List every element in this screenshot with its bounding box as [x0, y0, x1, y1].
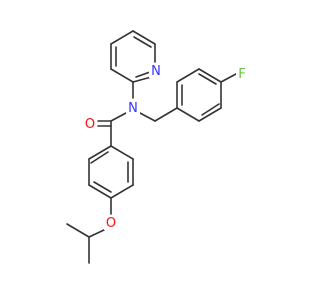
bond: [110, 30, 134, 45]
atom-labels: N N O F O: [83, 63, 248, 231]
bond: [110, 68, 134, 83]
bond: [198, 73, 217, 85]
bond: [88, 145, 112, 160]
carbonyl-oxygen-label: O: [85, 117, 95, 132]
bond: [220, 73, 237, 83]
bond: [176, 107, 200, 122]
bond: [110, 145, 134, 160]
fluorobenzyl-group: [154, 68, 237, 122]
fluorine-label: F: [238, 67, 245, 82]
bond: [201, 103, 220, 116]
bond: [88, 229, 105, 238]
isopropoxyphenyl-ring: [88, 145, 134, 199]
isopropoxy-group: [66, 197, 112, 264]
bond: [176, 68, 200, 83]
bond: [198, 68, 222, 83]
structure-canvas: N N O F O: [66, 30, 248, 264]
molecule-diagram: N N O F O: [66, 30, 248, 264]
bond: [66, 223, 90, 238]
bond: [88, 184, 112, 199]
bond: [110, 112, 127, 122]
bond: [133, 36, 152, 48]
pyridine-nitrogen-label: N: [151, 64, 161, 79]
label-backdrop: [83, 116, 97, 131]
pyridine-ring: [110, 30, 156, 83]
bond: [132, 30, 156, 45]
amide-linkage: [97, 81, 156, 147]
amide-nitrogen-label: N: [128, 101, 138, 116]
label-backdrop: [104, 215, 118, 230]
label-backdrop: [126, 99, 140, 114]
bond: [110, 184, 134, 199]
bond: [90, 151, 109, 164]
label-backdrop: [236, 66, 248, 81]
bond: [154, 107, 178, 122]
bond: [93, 181, 112, 193]
ether-oxygen-label: O: [106, 216, 116, 231]
bond: [198, 107, 222, 122]
bond: [135, 71, 151, 78]
label-backdrop: [149, 63, 163, 78]
bond: [139, 112, 156, 122]
